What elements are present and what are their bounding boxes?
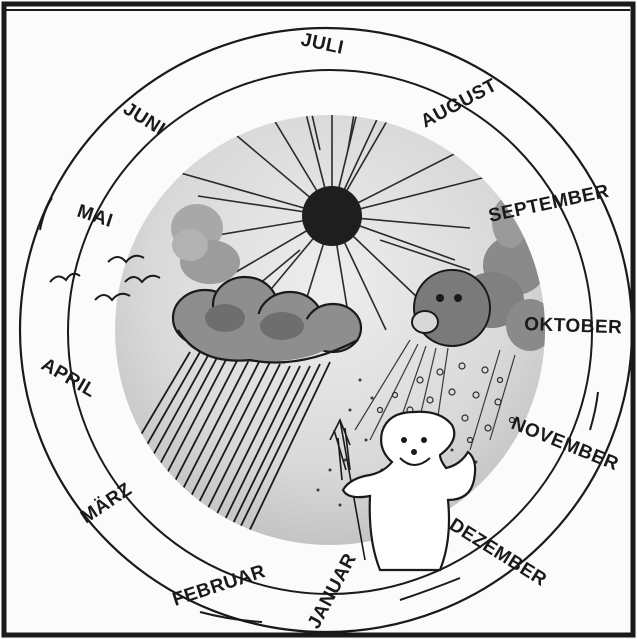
month-label-maerz: MÄRZ (77, 479, 136, 528)
cloud-mouth (412, 311, 438, 333)
cloud-eye-right (454, 294, 462, 302)
month-label-juli: JULI (299, 29, 346, 59)
snowman-nose (411, 449, 417, 455)
month-label-januar: JANUAR (304, 550, 361, 632)
month-label-juni: JUNI (119, 98, 169, 140)
month-label-mai: MAI (74, 201, 115, 232)
month-label-april: APRIL (38, 354, 100, 402)
month-label-november: NOVEMBER (508, 413, 621, 475)
sun-icon (302, 186, 362, 246)
month-label-oktober: OKTOBER (524, 314, 623, 338)
snowman-eye-right (421, 437, 427, 443)
snowman-eye-left (401, 437, 407, 443)
cloud-eye-left (436, 294, 444, 302)
